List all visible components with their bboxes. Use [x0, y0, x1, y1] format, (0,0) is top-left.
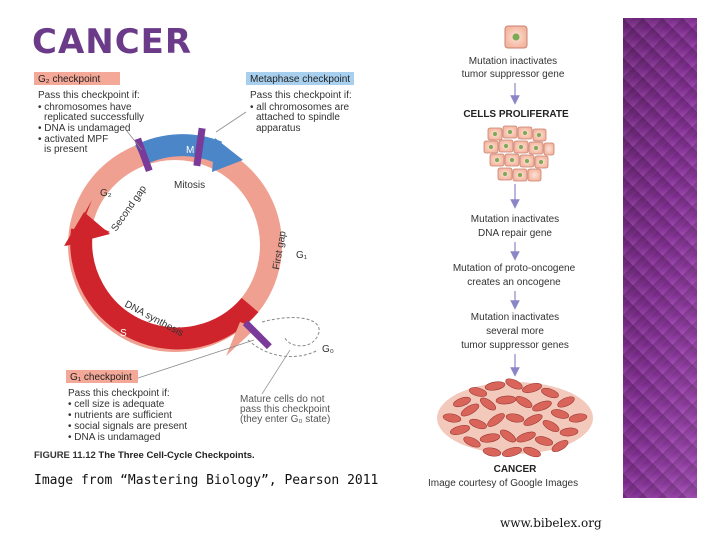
metaphase-item: apparatus [256, 123, 300, 134]
g1-checkpoint-bar [242, 320, 272, 350]
footer-url[interactable]: www.bibelex.org [500, 516, 602, 530]
g2-item: replicated successfully [44, 112, 144, 123]
g2-item: • activated MPF [38, 134, 108, 145]
metaphase-intro: Pass this checkpoint if: [250, 90, 352, 101]
g1-item: • social signals are present [68, 421, 187, 432]
mature-note-line: pass this checkpoint [240, 404, 330, 415]
metaphase-header-bg [246, 72, 354, 85]
label-second-gap: Second gap [109, 183, 149, 233]
step-5-line: several more [486, 326, 544, 337]
g2-item: • chromosomes have [38, 102, 132, 113]
g2-checkpoint-header-bg [34, 72, 120, 85]
g2-checkpoint-header: G₂ checkpoint [38, 74, 100, 85]
g2-item: is present [44, 144, 88, 155]
g2-item: • DNA is undamaged [38, 123, 130, 134]
label-s: S [120, 328, 127, 339]
google-credit: Image courtesy of Google Images [428, 478, 579, 489]
book-credit: Image from “Mastering Biology”, Pearson … [34, 473, 379, 488]
g1-item: • nutrients are sufficient [68, 410, 172, 421]
step-3-line: Mutation inactivates [471, 214, 559, 225]
label-g2: G₂ [100, 188, 112, 199]
step-4-line: creates an oncogene [467, 277, 561, 288]
metaphase-header: Metaphase checkpoint [250, 74, 350, 85]
step-2-label: CELLS PROLIFERATE [463, 109, 569, 120]
tumor-mass-icon [437, 378, 593, 458]
figure-caption-text: The Three Cell-Cycle Checkpoints. [98, 450, 255, 461]
g1-checkpoint-header: G₁ checkpoint [70, 372, 132, 383]
metaphase-checkpoint-bar [193, 127, 206, 167]
g0-path [261, 317, 320, 347]
step-5-line: Mutation inactivates [471, 312, 559, 323]
label-m: M [186, 145, 194, 156]
proliferating-cells-icon [483, 125, 555, 182]
mitosis-arc [135, 134, 223, 166]
label-g1: G₁ [296, 250, 308, 261]
g1-item: • DNA is undamaged [68, 432, 160, 443]
metaphase-item: • all chromosomes are [250, 102, 350, 113]
s-phase-arc [70, 228, 259, 350]
step-5-line: tumor suppressor genes [461, 340, 569, 351]
g1-checkpoint-header-bg [66, 370, 138, 383]
g1-checkpoint-intro: Pass this checkpoint if: [68, 388, 170, 399]
decorative-purple-bar [623, 18, 697, 498]
step-1-line: Mutation inactivates [469, 56, 557, 67]
step-1-line: tumor suppressor gene [462, 69, 565, 80]
slide-title: CANCER [32, 22, 193, 62]
step-3-line: DNA repair gene [478, 228, 552, 239]
step-6-label: CANCER [494, 464, 538, 475]
mature-note-line: (they enter G₀ state) [240, 414, 330, 425]
figure-caption: FIGURE 11.12 The Three Cell-Cycle Checkp… [34, 450, 255, 461]
label-g0: G₀ [322, 344, 334, 355]
g1-item: • cell size is adequate [68, 399, 165, 410]
metaphase-item: attached to spindle [256, 112, 340, 123]
mature-note-line: Mature cells do not [240, 394, 325, 405]
mitosis-arrowhead [212, 138, 243, 172]
label-mitosis: Mitosis [174, 180, 205, 191]
figure-number: FIGURE 11.12 [34, 450, 96, 461]
step-4-line: Mutation of proto-oncogene [453, 263, 576, 274]
g2-checkpoint-intro: Pass this checkpoint if: [38, 90, 140, 101]
